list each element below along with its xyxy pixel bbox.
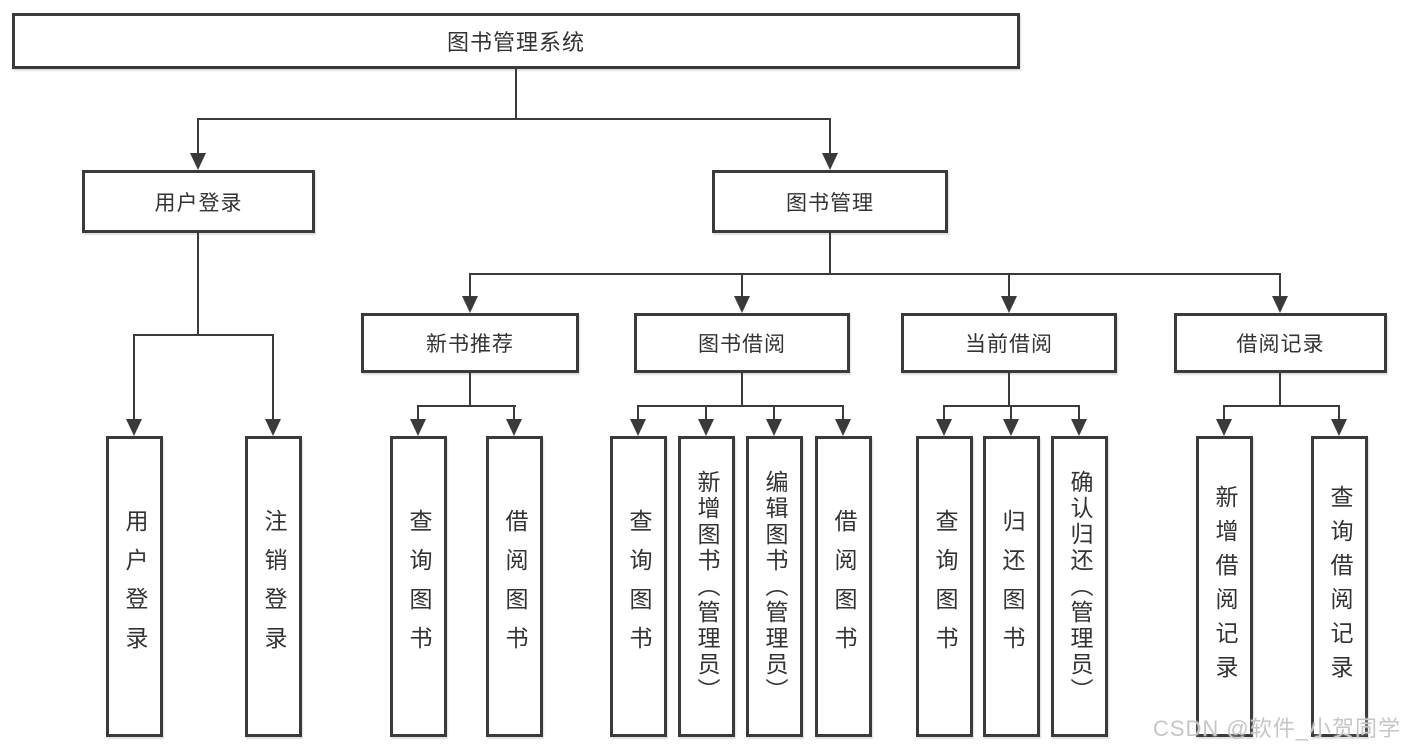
connector-drop: [773, 405, 775, 420]
arrowhead-icon: [462, 296, 478, 313]
connector-book-management-stub: [829, 233, 831, 275]
leaf-query-borrow-record: 查询借阅记录: [1311, 436, 1368, 737]
node-book-management: 图书管理: [712, 170, 948, 233]
arrowhead-icon: [822, 153, 838, 170]
connector-drop: [417, 405, 419, 420]
leaf-label: 归还图书: [999, 508, 1025, 665]
arrowhead-icon: [630, 419, 646, 436]
node-user-login: 用户登录: [82, 170, 315, 233]
node-label: 新书推荐: [426, 333, 514, 356]
leaf-label: 新增借阅记录: [1212, 484, 1238, 689]
leaf-add-borrow-record: 新增借阅记录: [1196, 436, 1253, 737]
connector-drop: [705, 405, 707, 420]
leaf-borrow-books: 借阅图书: [815, 436, 872, 737]
leaf-query-books-current: 查询图书: [916, 436, 973, 737]
node-new-book-recommend: 新书推荐: [361, 313, 579, 373]
connector-records-hbar: [1223, 405, 1340, 407]
node-label: 用户登录: [154, 191, 243, 215]
node-label: 图书管理: [786, 191, 874, 215]
arrowhead-icon: [835, 419, 851, 436]
leaf-label: 借阅图书: [502, 508, 528, 665]
connector-drop-borrow-records: [1279, 273, 1281, 298]
leaf-logout: 注销登录: [245, 436, 302, 737]
node-label: 借阅记录: [1236, 333, 1325, 356]
leaf-label: 新增图书（管理员）: [694, 469, 720, 704]
leaf-label: 查询图书: [406, 508, 432, 665]
node-library-management-system: 图书管理系统: [12, 13, 1020, 69]
leaf-label: 用户登录: [122, 508, 148, 665]
node-label: 图书管理系统: [446, 30, 585, 55]
arrowhead-icon: [126, 419, 142, 436]
connector-drop: [637, 405, 639, 420]
csdn-watermark: CSDN @软件_小贺同学: [1152, 716, 1401, 741]
connector-borrowing-hbar: [637, 405, 844, 407]
leaf-label: 查询借阅记录: [1327, 484, 1353, 689]
connector-drop: [1078, 405, 1080, 420]
leaf-label: 查询图书: [626, 508, 652, 665]
arrowhead-icon: [734, 296, 750, 313]
node-label: 图书借阅: [698, 333, 786, 356]
leaf-label: 编辑图书（管理员）: [762, 469, 788, 704]
connector-user-login-stub: [197, 233, 199, 336]
arrowhead-icon: [1331, 419, 1347, 436]
leaf-confirm-return-admin: 确认归还（管理员）: [1051, 436, 1108, 737]
arrowhead-icon: [1003, 419, 1019, 436]
leaf-borrow-books-recommend: 借阅图书: [486, 436, 543, 737]
connector-recommend-stub: [469, 373, 471, 407]
connector-root-hbar: [198, 118, 831, 120]
leaf-add-book-admin: 新增图书（管理员）: [678, 436, 735, 737]
connector-borrowing-stub: [741, 373, 743, 407]
connector-drop-current-borrowing: [1008, 273, 1010, 298]
connector-drop: [513, 405, 515, 420]
arrowhead-icon: [265, 419, 281, 436]
connector-drop: [842, 405, 844, 420]
arrowhead-icon: [506, 419, 522, 436]
connector-drop: [1223, 405, 1225, 420]
leaf-label: 注销登录: [261, 508, 287, 665]
connector-drop: [1010, 405, 1012, 420]
leaf-label: 查询图书: [932, 508, 958, 665]
arrowhead-icon: [410, 419, 426, 436]
leaf-label: 借阅图书: [831, 508, 857, 665]
leaf-return-books: 归还图书: [983, 436, 1040, 737]
node-borrow-records: 借阅记录: [1174, 313, 1387, 373]
node-book-borrowing: 图书借阅: [634, 313, 850, 373]
connector-drop: [1338, 405, 1340, 420]
node-current-borrowing: 当前借阅: [901, 313, 1117, 373]
connector-drop-book-borrowing: [741, 273, 743, 298]
connector-current-stub: [1008, 373, 1010, 407]
node-label: 当前借阅: [965, 333, 1053, 356]
leaf-query-books-recommend: 查询图书: [390, 436, 447, 737]
connector-drop-leaf-user-login: [133, 334, 135, 420]
connector-drop-leaf-logout: [272, 334, 274, 420]
leaf-query-books-borrowing: 查询图书: [610, 436, 667, 737]
connector-drop-user-login: [197, 118, 199, 156]
connector-drop: [943, 405, 945, 420]
connector-drop-book-management: [829, 118, 831, 156]
leaf-label: 确认归还（管理员）: [1067, 469, 1093, 704]
connector-drop-new-book-recommend: [469, 273, 471, 298]
leaf-user-login: 用户登录: [106, 436, 163, 737]
arrowhead-icon: [1071, 419, 1087, 436]
arrowhead-icon: [766, 419, 782, 436]
connector-root-stub: [515, 68, 517, 120]
arrowhead-icon: [1272, 296, 1288, 313]
connector-book-management-hbar: [469, 273, 1281, 275]
arrowhead-icon: [936, 419, 952, 436]
arrowhead-icon: [1216, 419, 1232, 436]
arrowhead-icon: [1001, 296, 1017, 313]
connector-user-login-hbar: [133, 334, 274, 336]
connector-recommend-hbar: [417, 405, 516, 407]
connector-records-stub: [1279, 373, 1281, 407]
arrowhead-icon: [190, 153, 206, 170]
arrowhead-icon: [698, 419, 714, 436]
leaf-edit-book-admin: 编辑图书（管理员）: [746, 436, 803, 737]
